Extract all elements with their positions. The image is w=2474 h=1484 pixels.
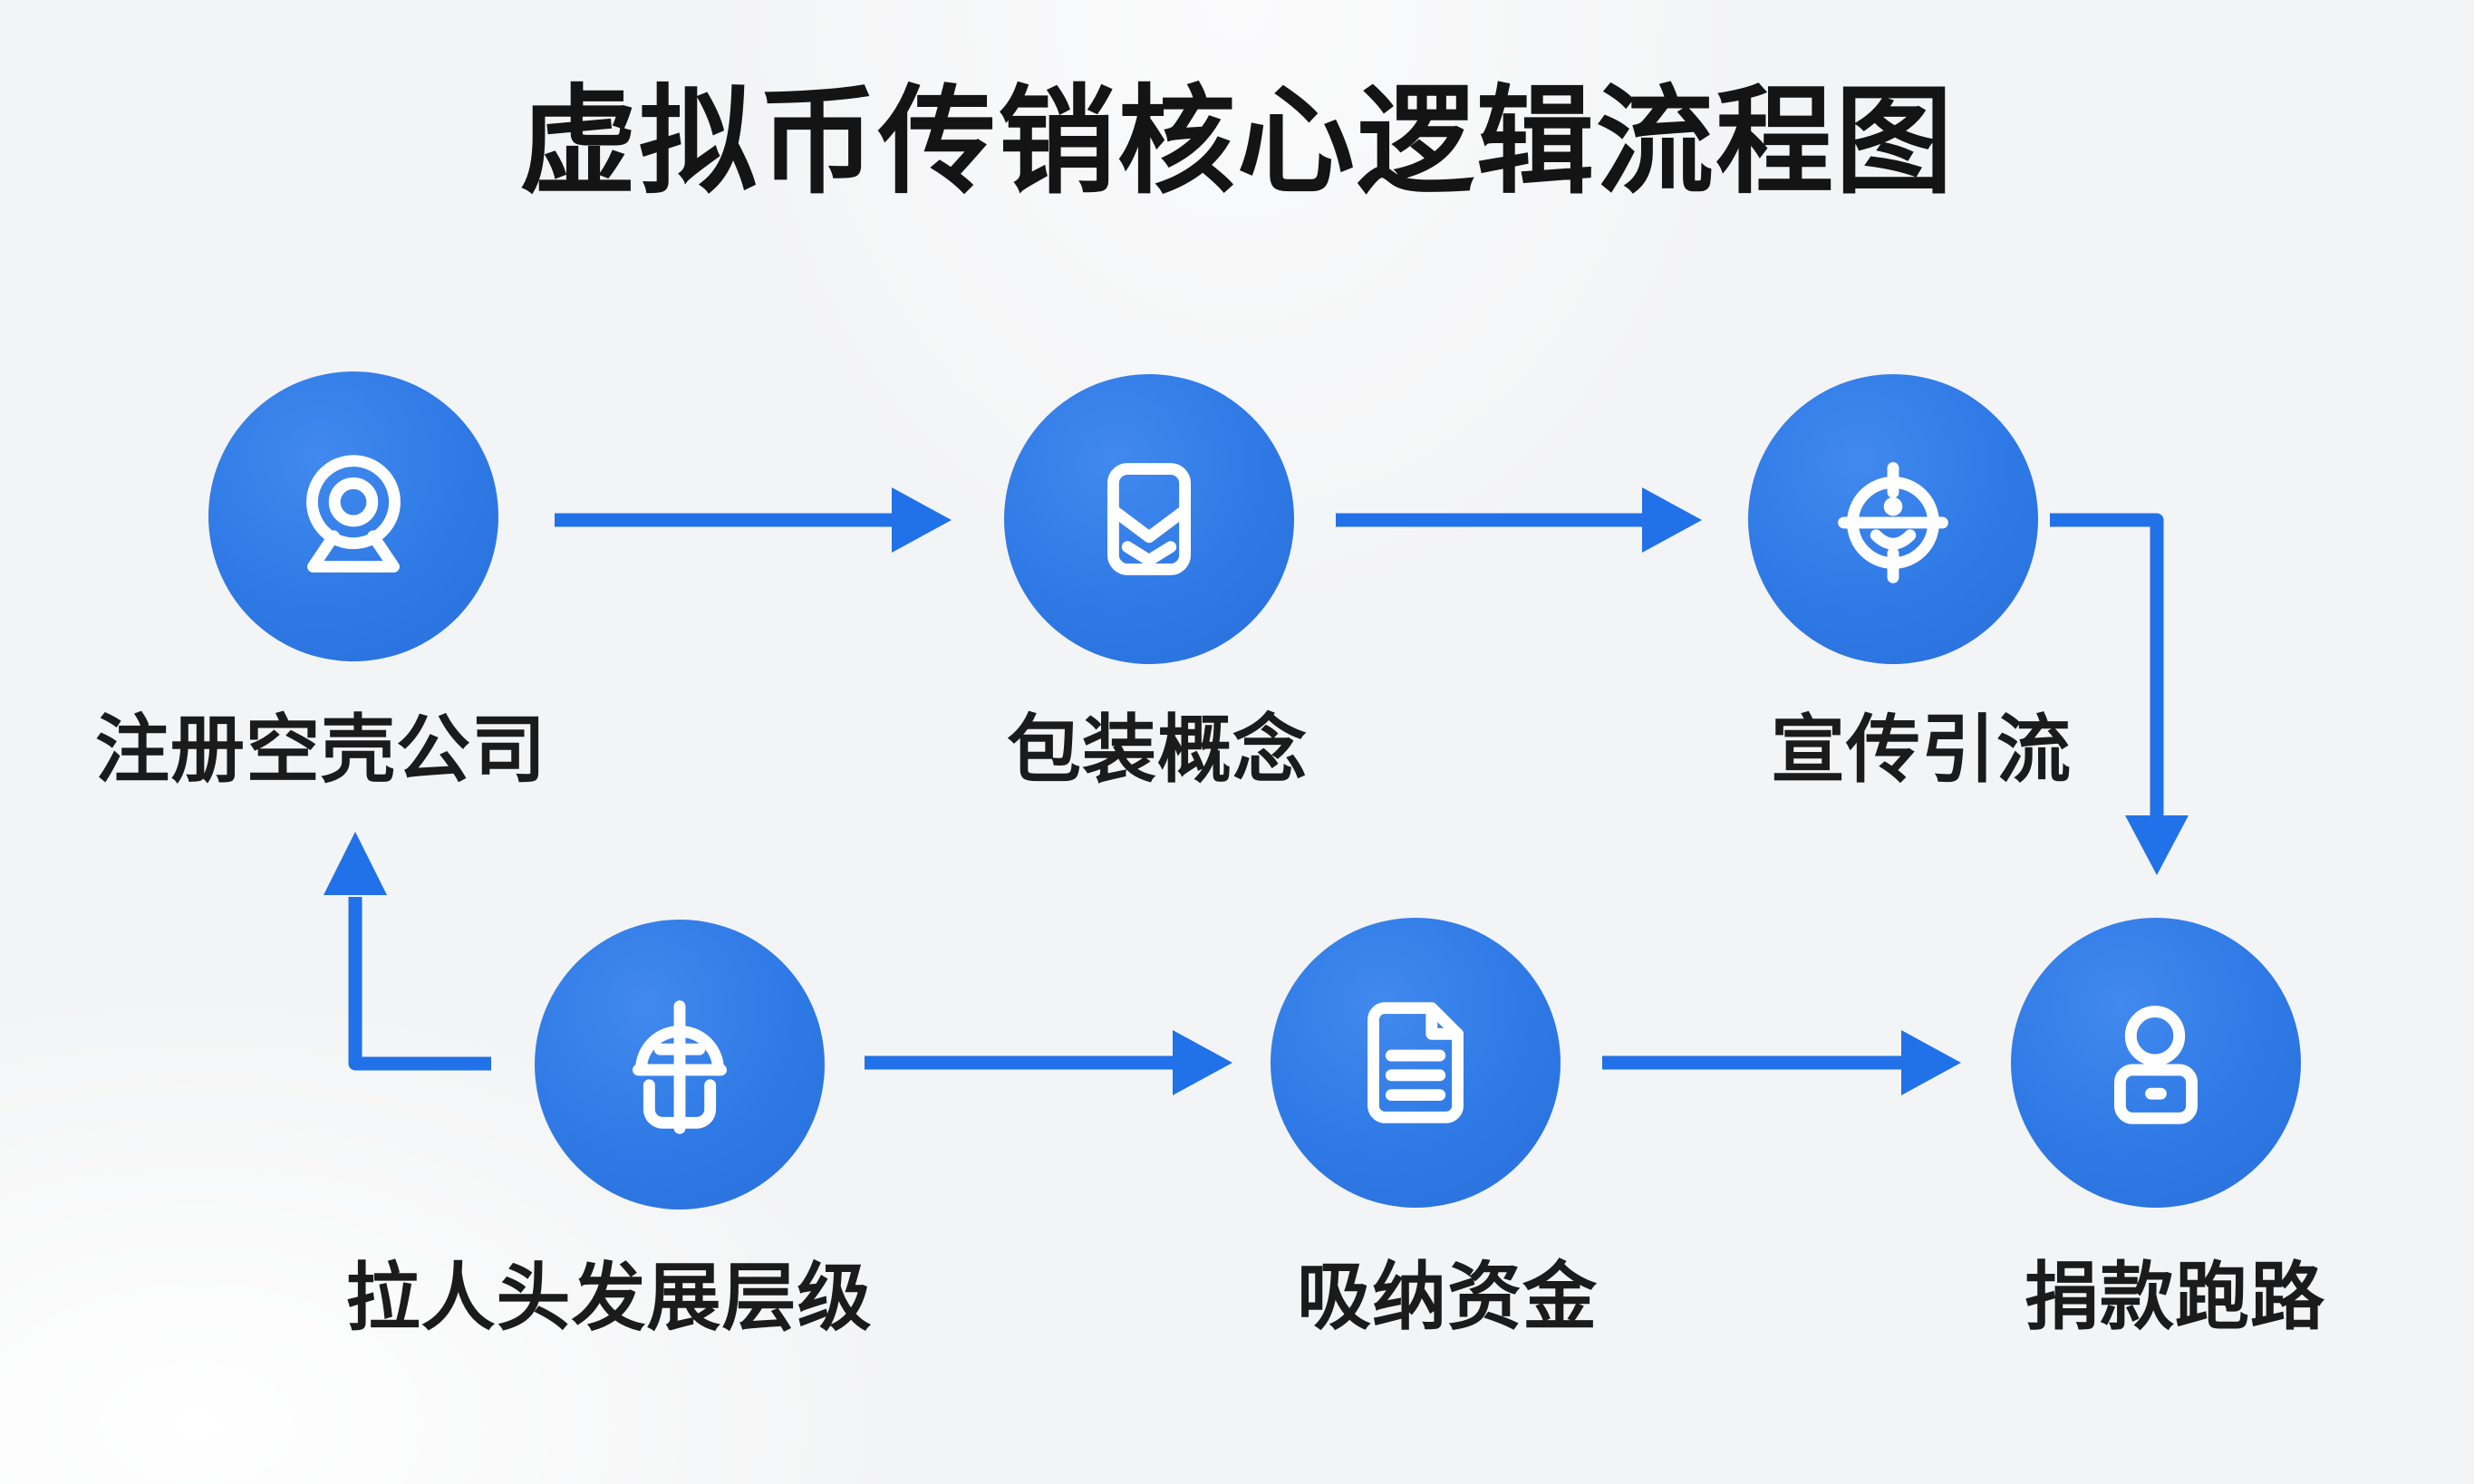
node-label: 捐款跑路 <box>2024 1256 2326 1339</box>
package-chevron-icon <box>1107 463 1192 575</box>
arrow-promote-to-abscond <box>2050 513 2189 875</box>
arrow-recruit-to-register <box>324 832 491 1071</box>
node-circle <box>1004 374 1294 664</box>
page-title: 虚拟币传销核心逻辑流程图 <box>518 75 1955 207</box>
node-label: 拉人头发展层级 <box>345 1257 873 1340</box>
node-label: 宣传引流 <box>1770 708 2073 792</box>
node-circle <box>2011 918 2301 1208</box>
node-label: 吸纳资金 <box>1296 1256 1599 1339</box>
person-laptop-icon <box>2113 1006 2199 1124</box>
document-icon <box>1367 1002 1464 1123</box>
webcam-icon <box>306 455 401 573</box>
target-face-icon <box>1838 462 1948 583</box>
node-label: 包装概念 <box>1006 708 1309 792</box>
node-circle <box>535 920 825 1209</box>
node-label: 注册空壳公司 <box>94 708 547 792</box>
arrow-package-to-promote <box>1336 487 1702 553</box>
umbrella-basket-icon <box>633 1000 727 1134</box>
arrow-recruit-to-absorb <box>865 1030 1232 1095</box>
arrow-register-to-package <box>555 487 952 553</box>
node-circle <box>208 371 498 661</box>
node-circle <box>1748 374 2038 664</box>
arrow-absorb-to-abscond <box>1602 1030 1961 1095</box>
node-circle <box>1271 918 1561 1208</box>
